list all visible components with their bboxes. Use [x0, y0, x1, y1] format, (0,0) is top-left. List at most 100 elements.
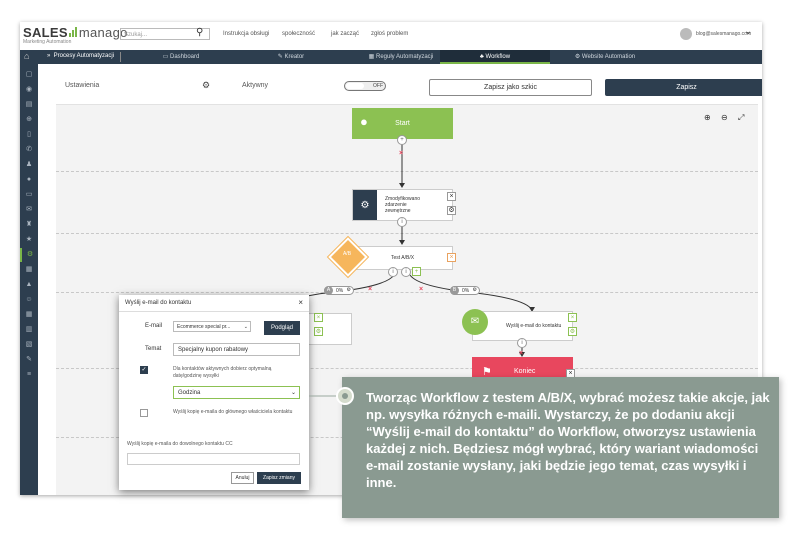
sidebar-item-icon[interactable]: ✉ [26, 206, 32, 213]
home-icon[interactable]: ⌂ [24, 51, 30, 61]
gear-icon[interactable]: ⚙ [202, 80, 211, 90]
fit-icon[interactable]: ⤢ [738, 113, 745, 122]
send-email-icon: ✉ [462, 309, 488, 335]
link-report-problem[interactable]: zgłoś problem [371, 31, 409, 37]
logo-sales: SALES [23, 25, 68, 40]
link-getting-started[interactable]: jak zacząć [331, 31, 360, 37]
sidebar-item-icon[interactable]: ☺ [25, 296, 33, 303]
link-community[interactable]: społeczność [282, 31, 316, 37]
sidebar-item-icon[interactable]: ▢ [25, 71, 33, 78]
branch-a-pill[interactable]: A 0% ⚙ [324, 286, 354, 295]
preview-button[interactable]: Podgląd [264, 321, 300, 335]
link-instructions[interactable]: Instrukcja obsługi [223, 31, 270, 37]
start-node[interactable]: ● Start [352, 108, 453, 139]
save-button[interactable]: Zapisz [605, 79, 762, 96]
info-icon[interactable]: i [517, 338, 527, 348]
chevron-down-icon: ⌄ [290, 390, 296, 396]
info-icon[interactable]: i [401, 267, 411, 277]
close-icon[interactable]: × [447, 253, 456, 262]
remove-link-icon[interactable]: × [399, 150, 404, 157]
active-label: Aktywny [242, 82, 269, 89]
add-branch-icon[interactable]: + [412, 267, 421, 276]
start-label: Start [395, 120, 410, 127]
close-icon[interactable]: × [298, 298, 303, 307]
sidebar-item-icon[interactable]: ≡ [26, 371, 32, 378]
sidebar-item-icon[interactable]: ⊕ [26, 116, 32, 123]
branch-b-pill[interactable]: B 0% ⚙ [450, 286, 480, 295]
copy-owner-checkbox[interactable] [140, 409, 148, 417]
sidebar-item-icon[interactable]: ✆ [26, 146, 32, 153]
save-changes-button[interactable]: Zapisz zmiany [257, 472, 301, 484]
close-icon[interactable]: × [568, 313, 577, 322]
send-email-modal: Wyślij e-mail do kontaktu × E-mail Ecomm… [119, 295, 309, 490]
ab-test-label: Test A/B/X [391, 255, 415, 261]
search-icon[interactable]: ⚲ [196, 27, 204, 38]
sidebar-item-icon[interactable]: ★ [25, 236, 33, 243]
info-callout: Tworząc Workflow z testem A/B/X, wybrać … [342, 377, 779, 518]
sidebar-item-icon[interactable]: ▥ [25, 326, 33, 333]
active-toggle[interactable]: OFF [344, 81, 386, 91]
save-draft-button[interactable]: Zapisz jako szkic [429, 79, 592, 96]
sidebar-item-icon[interactable]: ▭ [25, 191, 33, 198]
close-icon[interactable]: × [314, 313, 323, 322]
sidebar-item-icon[interactable]: ▦ [25, 311, 33, 318]
lane-divider [56, 368, 758, 369]
subject-input[interactable]: Specjalny kupon rabatowy [173, 343, 300, 356]
gear-icon[interactable]: ⚙ [472, 287, 477, 293]
sidebar-item-icon[interactable]: ♜ [25, 221, 33, 228]
search-input[interactable]: Szukaj... [120, 28, 210, 40]
info-icon[interactable]: i [397, 217, 407, 227]
hour-select[interactable]: Godzina⌄ [173, 386, 300, 399]
logo-manago: manago [78, 25, 128, 40]
subject-label: Temat [145, 346, 162, 352]
chevron-down-icon[interactable]: ⌄ [744, 26, 753, 37]
add-node-icon[interactable]: + [397, 135, 407, 145]
sidebar-item-icon[interactable]: ✎ [26, 356, 32, 363]
breadcrumb[interactable]: » Procesy Automatyzacji [47, 53, 115, 59]
callout-text: Tworząc Workflow z testem A/B/X, wybrać … [366, 390, 770, 490]
email-select[interactable]: Ecommerce special pr...⌄ [173, 321, 251, 332]
remove-link-icon[interactable]: × [419, 286, 424, 293]
event-node[interactable]: ⚙ Zmodyfikowano zdarzenie zewnętrzne [352, 189, 453, 221]
logo-bars-icon [68, 25, 78, 40]
remove-link-icon[interactable]: × [368, 286, 373, 293]
gear-icon[interactable]: ⚙ [346, 287, 351, 293]
flag-icon: ⚑ [482, 366, 492, 378]
cancel-button[interactable]: Anuluj [231, 472, 254, 484]
gear-icon[interactable]: ⚙ [568, 327, 577, 336]
tab-rules[interactable]: ▦ Reguły Automatyzacji [368, 54, 434, 60]
avatar[interactable] [680, 28, 692, 40]
sidebar-item-icon[interactable]: ♟ [25, 161, 33, 168]
zoom-in-icon[interactable]: ⊕ [704, 113, 711, 122]
sidebar-item-icon[interactable]: ⚙ [20, 248, 38, 262]
sidebar-item-icon[interactable]: ▯ [27, 131, 31, 138]
tab-website-automation[interactable]: ⚙ Website Automation [574, 54, 636, 60]
zoom-out-icon[interactable]: ⊖ [721, 113, 728, 122]
sidebar-item-icon[interactable]: ▤ [25, 101, 33, 108]
tab-dashboard[interactable]: ▭ Dashboard [162, 54, 200, 60]
sidebar-item-icon[interactable]: ◉ [25, 86, 33, 93]
gear-icon[interactable]: ⚙ [314, 327, 323, 336]
remove-link-icon[interactable]: × [519, 350, 524, 357]
sidebar-item-icon[interactable]: ▧ [25, 341, 33, 348]
workflow-icon: ♣ [479, 54, 484, 60]
optimal-time-checkbox[interactable]: ✓ [140, 366, 148, 374]
tab-workflow[interactable]: ♣ Workflow [440, 50, 550, 64]
gear-icon[interactable]: ⚙ [447, 206, 456, 215]
modal-title: Wyślij e-mail do kontaktu [125, 300, 192, 306]
info-icon[interactable]: i [388, 267, 398, 277]
sidebar-item-icon[interactable]: ▦ [25, 266, 33, 273]
send-email-node-b[interactable]: Wyślij e-mail do kontaktu [472, 311, 573, 341]
event-label: Zmodyfikowano zdarzenie zewnętrzne [385, 196, 421, 214]
grid-icon: ▦ [368, 54, 375, 60]
ab-test-icon-label: A/B [342, 251, 352, 257]
cc-input[interactable] [127, 453, 300, 465]
tab-kreator[interactable]: ✎ Kreator [277, 54, 305, 60]
ab-test-node[interactable]: Test A/B/X [352, 246, 453, 270]
sidebar-item-icon[interactable]: ● [26, 176, 32, 183]
pencil-icon: ✎ [277, 54, 283, 60]
close-icon[interactable]: × [447, 192, 456, 201]
sidebar-item-icon[interactable]: ▲ [25, 281, 33, 288]
